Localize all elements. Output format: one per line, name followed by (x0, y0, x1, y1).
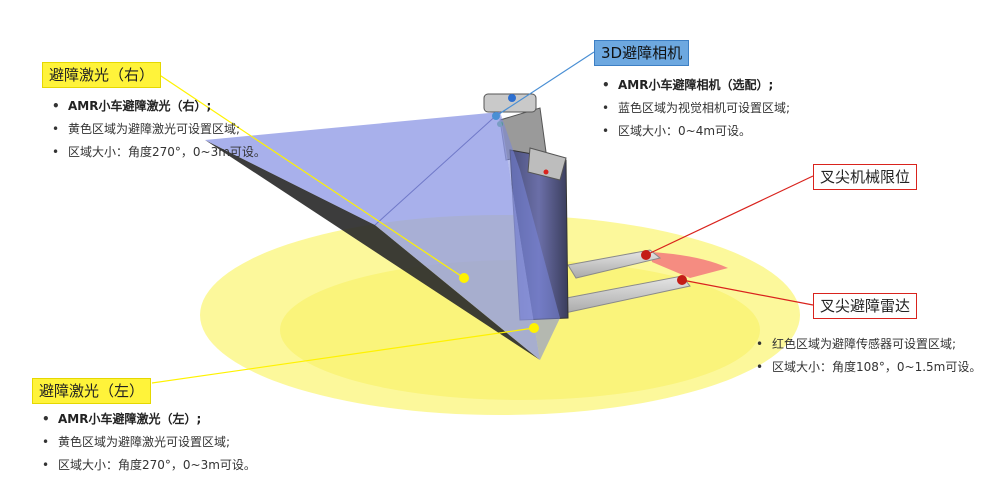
fork-arm-upper (567, 249, 662, 279)
leader-fork-limit (645, 175, 814, 256)
camera-zone-edge (374, 111, 501, 226)
laser-right-title: 避障激光（右） (42, 62, 162, 88)
fork-radar-line-2: 区域大小：角度108°，0~1.5m可设。 (756, 356, 981, 379)
laser-right-line-1: AMR小车避障激光（右）; (52, 95, 266, 118)
laser-right-line-2: 黄色区域为避障激光可设置区域; (52, 118, 266, 141)
laser-wedge-dark (205, 140, 540, 360)
camera-3d-line-1: AMR小车避障相机（选配）; (602, 74, 790, 97)
laser-left-title: 避障激光（左） (32, 378, 152, 404)
laser-left-line-2: 黄色区域为避障激光可设置区域; (42, 431, 256, 454)
camera-zone-main (205, 112, 540, 360)
fork-limit-title: 叉尖机械限位 (813, 164, 918, 190)
leader-camera (495, 51, 595, 117)
camera-lens (508, 94, 516, 102)
laser-right-line-3: 区域大小：角度270°，0~3m可设。 (52, 141, 266, 164)
marker-fork-limit (641, 250, 651, 260)
robot-light-red (543, 169, 549, 175)
laser-left-bullets: AMR小车避障激光（左）; 黄色区域为避障激光可设置区域; 区域大小：角度270… (42, 408, 256, 477)
marker-laser-left (529, 323, 539, 333)
fork-radar-bullets: 红色区域为避障传感器可设置区域; 区域大小：角度108°，0~1.5m可设。 (756, 333, 981, 379)
laser-left-line-3: 区域大小：角度270°，0~3m可设。 (42, 454, 256, 477)
fork-radar-title: 叉尖避障雷达 (813, 293, 918, 319)
radar-zone (650, 252, 728, 278)
marker-camera (492, 112, 500, 120)
camera-3d-bullets: AMR小车避障相机（选配）; 蓝色区域为视觉相机可设置区域; 区域大小：0~4m… (602, 74, 790, 143)
camera-3d-line-3: 区域大小：0~4m可设。 (602, 120, 790, 143)
laser-right-bullets: AMR小车避障激光（右）; 黄色区域为避障激光可设置区域; 区域大小：角度270… (52, 95, 266, 164)
laser-left-line-1: AMR小车避障激光（左）; (42, 408, 256, 431)
marker-laser-right (459, 273, 469, 283)
marker-fork-radar (677, 275, 687, 285)
camera-3d-title: 3D避障相机 (594, 40, 690, 66)
camera-3d-line-2: 蓝色区域为视觉相机可设置区域; (602, 97, 790, 120)
robot-top-panel (527, 147, 567, 181)
fork-radar-line-1: 红色区域为避障传感器可设置区域; (756, 333, 981, 356)
leader-fork-radar (681, 279, 814, 306)
leader-laser-left (151, 327, 535, 384)
camera-zone-shade (500, 112, 560, 360)
